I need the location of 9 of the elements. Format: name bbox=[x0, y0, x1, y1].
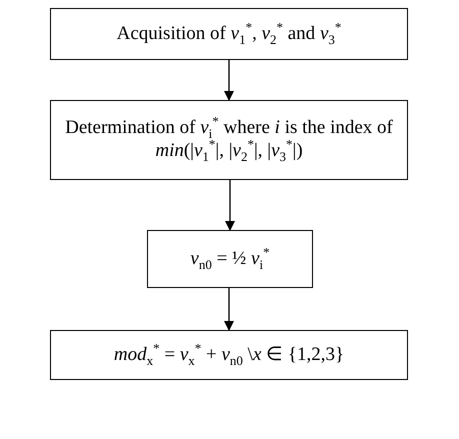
step-text: Determination of v$_{i}$$^{*}$ where i is the index of min(|v$_{1}$$^{*}$|, |v$_{2}$$^{*}$|, |v$_{3}$$^{*}$|) bbox=[64, 117, 394, 163]
arrow bbox=[225, 180, 235, 231]
process-box bbox=[50, 8, 408, 60]
step-text: mod$_{x}$$^{*}$ = v$_{x}$$^{*}$ + v$_{n0}$ \x ∈ {1,2,3} bbox=[112, 344, 346, 366]
process-box bbox=[50, 330, 408, 380]
process-box bbox=[50, 100, 408, 180]
arrow bbox=[224, 60, 234, 101]
process-box bbox=[147, 230, 313, 288]
arrow bbox=[224, 288, 234, 331]
